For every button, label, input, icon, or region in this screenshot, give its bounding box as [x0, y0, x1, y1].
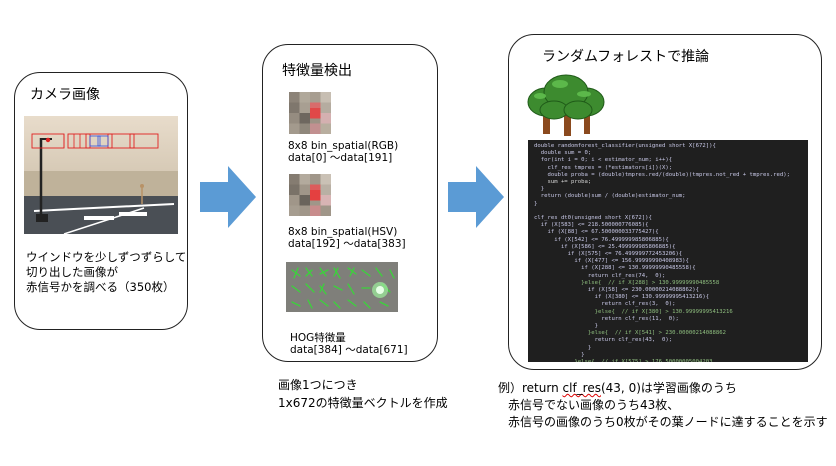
- tree-icon: [527, 74, 605, 136]
- code-line: if (X[380] <= 130.99999995413216){: [534, 294, 710, 301]
- code-line: }: [534, 344, 592, 351]
- feature-detection-title: 特徴量検出: [282, 63, 352, 79]
- rgb-feature-name: 8x8 bin_spatial(RGB): [288, 140, 399, 152]
- code-line: clf_res dt0(unsigned short X[672]){: [534, 215, 652, 222]
- rgb-feature-range: data[0] ～data[191]: [288, 152, 393, 164]
- code-line: }: [534, 200, 538, 207]
- code-line: for(int i = 0; i < estimator_num; i++){: [534, 157, 673, 164]
- example-prefix: 例）return: [498, 381, 563, 395]
- code-line: }: [534, 351, 585, 358]
- code-line: return clf_res(3, 0);: [534, 301, 676, 308]
- code-line: if (X[542] <= 76.499999985806885){: [534, 236, 669, 243]
- camera-description-3: 赤信号かを調べる（350枚）: [26, 280, 175, 294]
- feature-vector-note-2: 1x672の特徴量ベクトルを作成: [278, 396, 448, 410]
- code-line: }else{ // if X[380] > 130.99999995413216: [534, 308, 733, 315]
- camera-description-2: 切り出した画像が: [26, 265, 118, 279]
- random-forest-title: ランダムフォレストで推論: [542, 49, 710, 65]
- code-line: if (X[583] <= 218.500000776085){: [534, 222, 649, 229]
- code-line: sum += proba;: [534, 179, 592, 186]
- hog-feature-name: HOG特徴量: [290, 332, 346, 344]
- code-line: double randomforest_classifier(unsigned …: [534, 143, 716, 149]
- rgb-feature-label: 8x8 bin_spatial(RGB) data[0] ～data[191]: [288, 140, 398, 164]
- code-line: double proba = (double)tmpres.red/(doubl…: [534, 171, 790, 178]
- code-line: }else{ // if X[575] > 176.50000005004203: [534, 359, 802, 362]
- code-line: double sum = 0;: [534, 150, 592, 157]
- code-line: }else{ // if X[541] > 230.00000214088862: [534, 330, 726, 337]
- code-line: [534, 208, 802, 215]
- code-line: if (X[575] <= 76.499999772453206){: [534, 251, 683, 258]
- code-line: if (X[586] <= 25.499999985806885){: [534, 243, 676, 250]
- code-line: if (X[58] <= 230.00000214088862){: [534, 287, 700, 294]
- arrow-right-icon: [200, 166, 256, 228]
- feature-vector-note-1: 画像1つにつき: [278, 378, 358, 392]
- hog-feature-label: HOG特徴量 data[384] ～data[671]: [290, 332, 408, 356]
- classifier-code-block: double randomforest_classifier(unsigned …: [528, 140, 808, 362]
- hsv-feature-image: [289, 174, 331, 216]
- camera-description-1: ウインドウを少しずつずらして: [26, 250, 187, 264]
- example-line-3: 赤信号の画像のうち0枚がその葉ノードに達することを示す: [508, 415, 828, 429]
- example-function: clf_res: [562, 381, 601, 395]
- code-line: clf_res tmpres = (*estimators[i])(X);: [534, 164, 673, 171]
- code-line: return clf_res(43, 0);: [534, 337, 673, 344]
- hog-feature-image: [286, 262, 398, 312]
- code-line: }else{ // if X[288] > 130.99999990485558: [534, 279, 720, 286]
- code-line: return clf_res(11, 0);: [534, 315, 679, 322]
- code-line: if (X[288] <= 130.99999990485558){: [534, 265, 696, 272]
- code-line: return clf_res(74, 0);: [534, 272, 666, 279]
- hsv-feature-label: 8x8 bin_spatial(HSV) data[192] ～data[383…: [288, 226, 406, 250]
- camera-photo: [24, 116, 178, 234]
- code-line: if (X[88] <= 67.500000033775427){: [534, 229, 659, 236]
- hsv-feature-range: data[192] ～data[383]: [288, 238, 406, 250]
- code-line: if (X[477] <= 156.99999990408983){: [534, 258, 689, 265]
- example-line-1: 例）return clf_res(43, 0)は学習画像のうち: [498, 380, 828, 397]
- code-line: }: [534, 186, 545, 193]
- example-line-2: 赤信号でない画像のうち43枚、: [508, 398, 680, 412]
- code-line: return (double)sum / (double)estimator_n…: [534, 193, 686, 200]
- hsv-feature-name: 8x8 bin_spatial(HSV): [288, 226, 398, 238]
- rgb-feature-image: [289, 92, 331, 134]
- arrow-right-icon: [448, 166, 504, 228]
- example-rest: (43, 0)は学習画像のうち: [600, 381, 737, 395]
- code-line: }: [534, 323, 598, 330]
- camera-image-title: カメラ画像: [30, 87, 100, 103]
- hog-feature-range: data[384] ～data[671]: [290, 344, 408, 356]
- example-explanation: 例）return clf_res(43, 0)は学習画像のうち 赤信号でない画像…: [498, 380, 828, 431]
